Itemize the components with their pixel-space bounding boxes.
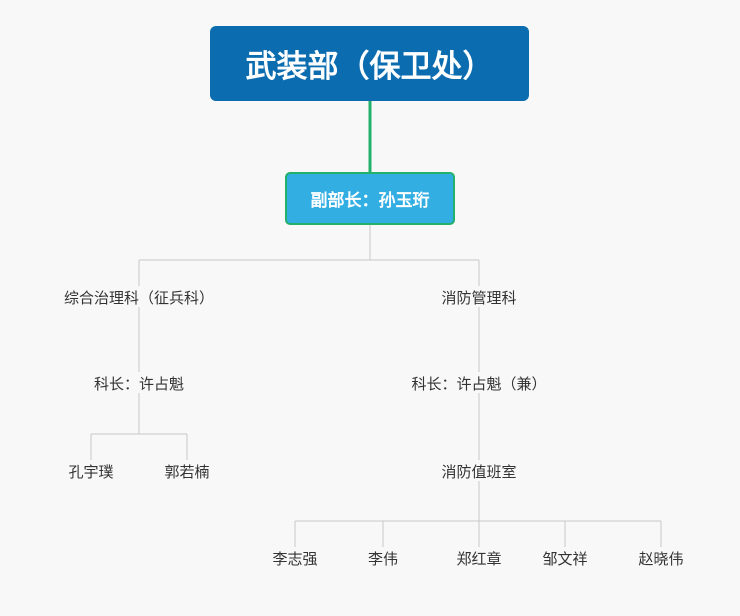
member-name: 郑红章: [439, 548, 519, 568]
member-name: 李伟: [353, 548, 413, 568]
department-name-right: 消防管理科: [419, 287, 539, 307]
deputy-node: 副部长：孙玉珩: [285, 172, 455, 225]
department-chief-left: 科长：许占魁: [89, 373, 189, 393]
member-name: 李志强: [255, 548, 335, 568]
member-name: 赵晓伟: [621, 548, 701, 568]
office-name: 消防值班室: [429, 461, 529, 481]
root-node: 武装部（保卫处）: [210, 26, 529, 101]
member-name: 邹文祥: [525, 548, 605, 568]
department-name-left: 综合治理科（征兵科）: [39, 287, 239, 307]
department-chief-right: 科长：许占魁（兼）: [399, 373, 559, 393]
member-name: 孔宇璞: [56, 461, 126, 481]
member-name: 郭若楠: [152, 461, 222, 481]
